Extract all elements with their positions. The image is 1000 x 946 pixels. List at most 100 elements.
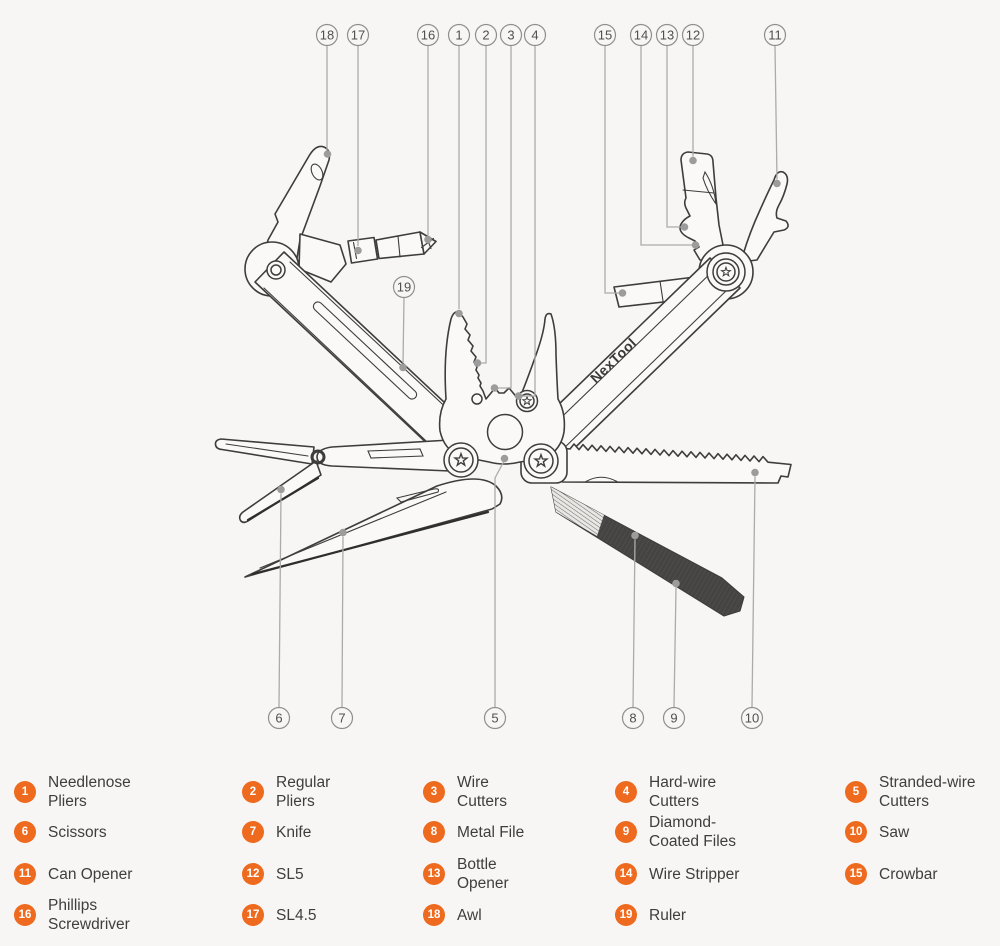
callout-3: 3: [490, 23, 523, 392]
callout-5: 5: [483, 454, 509, 730]
legend-number-badge: 8: [423, 821, 445, 843]
legend-item-label: Bottle Opener: [457, 856, 509, 892]
callout-19: 19: [392, 275, 416, 372]
callout-2: 2: [473, 23, 498, 367]
legend-number-badge: 9: [615, 821, 637, 843]
legend-item-label: Saw: [879, 823, 910, 841]
legend-item-label: Wire Cutters: [457, 774, 507, 810]
legend-number-badge: 15: [845, 863, 867, 885]
multitool-diagram: NexTool: [214, 23, 792, 730]
legend-item: 9 Diamond- Coated Files: [615, 812, 736, 852]
legend-item-label: SL5: [276, 865, 304, 883]
legend-item-label: Knife: [276, 823, 312, 841]
legend-item: 18 Awl: [423, 895, 482, 935]
callout-12: 12: [681, 23, 705, 165]
svg-text:14: 14: [634, 28, 648, 43]
pliers-head-drawing: [438, 311, 566, 465]
legend-item-label: SL4.5: [276, 906, 317, 924]
svg-text:4: 4: [531, 28, 538, 43]
legend-number-badge: 4: [615, 781, 637, 803]
legend-item: 4 Hard-wire Cutters: [615, 772, 716, 812]
sl5-bottle-opener-drawing: [679, 151, 725, 263]
legend-item-label: Ruler: [649, 906, 687, 924]
legend-item-label: Awl: [457, 906, 482, 924]
legend-item-label: Phillips Screwdriver: [48, 897, 130, 933]
saw-drawing: [520, 440, 792, 484]
legend-item-label: Diamond- Coated Files: [649, 814, 737, 850]
can-opener-drawing: [740, 170, 789, 263]
svg-text:6: 6: [275, 711, 282, 726]
legend-item: 10 Saw: [845, 812, 909, 852]
callout-16: 16: [416, 23, 440, 244]
svg-text:18: 18: [320, 28, 334, 43]
legend-item: 3 Wire Cutters: [423, 772, 507, 812]
callout-11: 11: [763, 23, 787, 188]
svg-text:19: 19: [397, 280, 411, 295]
callout-9: 9: [662, 579, 686, 730]
svg-text:2: 2: [482, 28, 489, 43]
callout-8: 8: [621, 531, 645, 730]
legend-number-badge: 13: [423, 863, 445, 885]
callout-1: 1: [447, 23, 471, 318]
legend-number-badge: 18: [423, 904, 445, 926]
svg-text:15: 15: [598, 28, 612, 43]
legend-number-badge: 10: [845, 821, 867, 843]
svg-text:8: 8: [629, 711, 636, 726]
legend-number-badge: 7: [242, 821, 264, 843]
file-band-drawing: [550, 486, 745, 617]
legend-number-badge: 6: [14, 821, 36, 843]
legend-number-badge: 2: [242, 781, 264, 803]
legend-number-badge: 14: [615, 863, 637, 885]
legend-item: 19 Ruler: [615, 895, 686, 935]
callout-17: 17: [346, 23, 370, 255]
callout-15: 15: [593, 23, 627, 297]
legend-item: 2 Regular Pliers: [242, 772, 330, 812]
legend-item-label: Needlenose Pliers: [48, 774, 131, 810]
svg-text:10: 10: [745, 711, 759, 726]
legend-item: 17 SL4.5: [242, 895, 317, 935]
callout-14: 14: [629, 23, 700, 249]
legend-item-label: Metal File: [457, 823, 525, 841]
svg-text:17: 17: [351, 28, 365, 43]
callout-18: 18: [315, 23, 339, 158]
legend-item-label: Regular Pliers: [276, 774, 331, 810]
right-pivot-screw: [523, 443, 559, 479]
callout-13: 13: [655, 23, 689, 231]
legend-number-badge: 19: [615, 904, 637, 926]
svg-text:9: 9: [670, 711, 677, 726]
svg-text:13: 13: [660, 28, 674, 43]
svg-text:12: 12: [686, 28, 700, 43]
legend-number-badge: 3: [423, 781, 445, 803]
callout-4: 4: [514, 23, 547, 400]
callout-10: 10: [740, 468, 764, 730]
legend-number-badge: 12: [242, 863, 264, 885]
svg-text:3: 3: [507, 28, 514, 43]
legend-item: 7 Knife: [242, 812, 311, 852]
svg-text:5: 5: [491, 711, 498, 726]
legend-item-label: Crowbar: [879, 865, 938, 883]
legend-item: 8 Metal File: [423, 812, 524, 852]
legend-number-badge: 5: [845, 781, 867, 803]
legend-item: 16 Phillips Screwdriver: [14, 895, 130, 935]
legend-item: 15 Crowbar: [845, 854, 938, 894]
svg-text:7: 7: [338, 711, 345, 726]
legend-number-badge: 17: [242, 904, 264, 926]
left-handle-drawing: [244, 241, 478, 465]
callout-6: 6: [267, 485, 291, 730]
legend-item: 13 Bottle Opener: [423, 854, 509, 894]
driver-bit-drawing: [347, 231, 437, 264]
svg-text:16: 16: [421, 28, 435, 43]
left-pivot-screw: [443, 442, 479, 478]
legend-number-badge: 16: [14, 904, 36, 926]
knife-drawing: [244, 478, 503, 578]
svg-text:11: 11: [768, 28, 782, 43]
legend-item-label: Hard-wire Cutters: [649, 774, 717, 810]
callout-7: 7: [330, 528, 354, 730]
legend-item-label: Can Opener: [48, 865, 133, 883]
legend-item: 12 SL5: [242, 854, 304, 894]
